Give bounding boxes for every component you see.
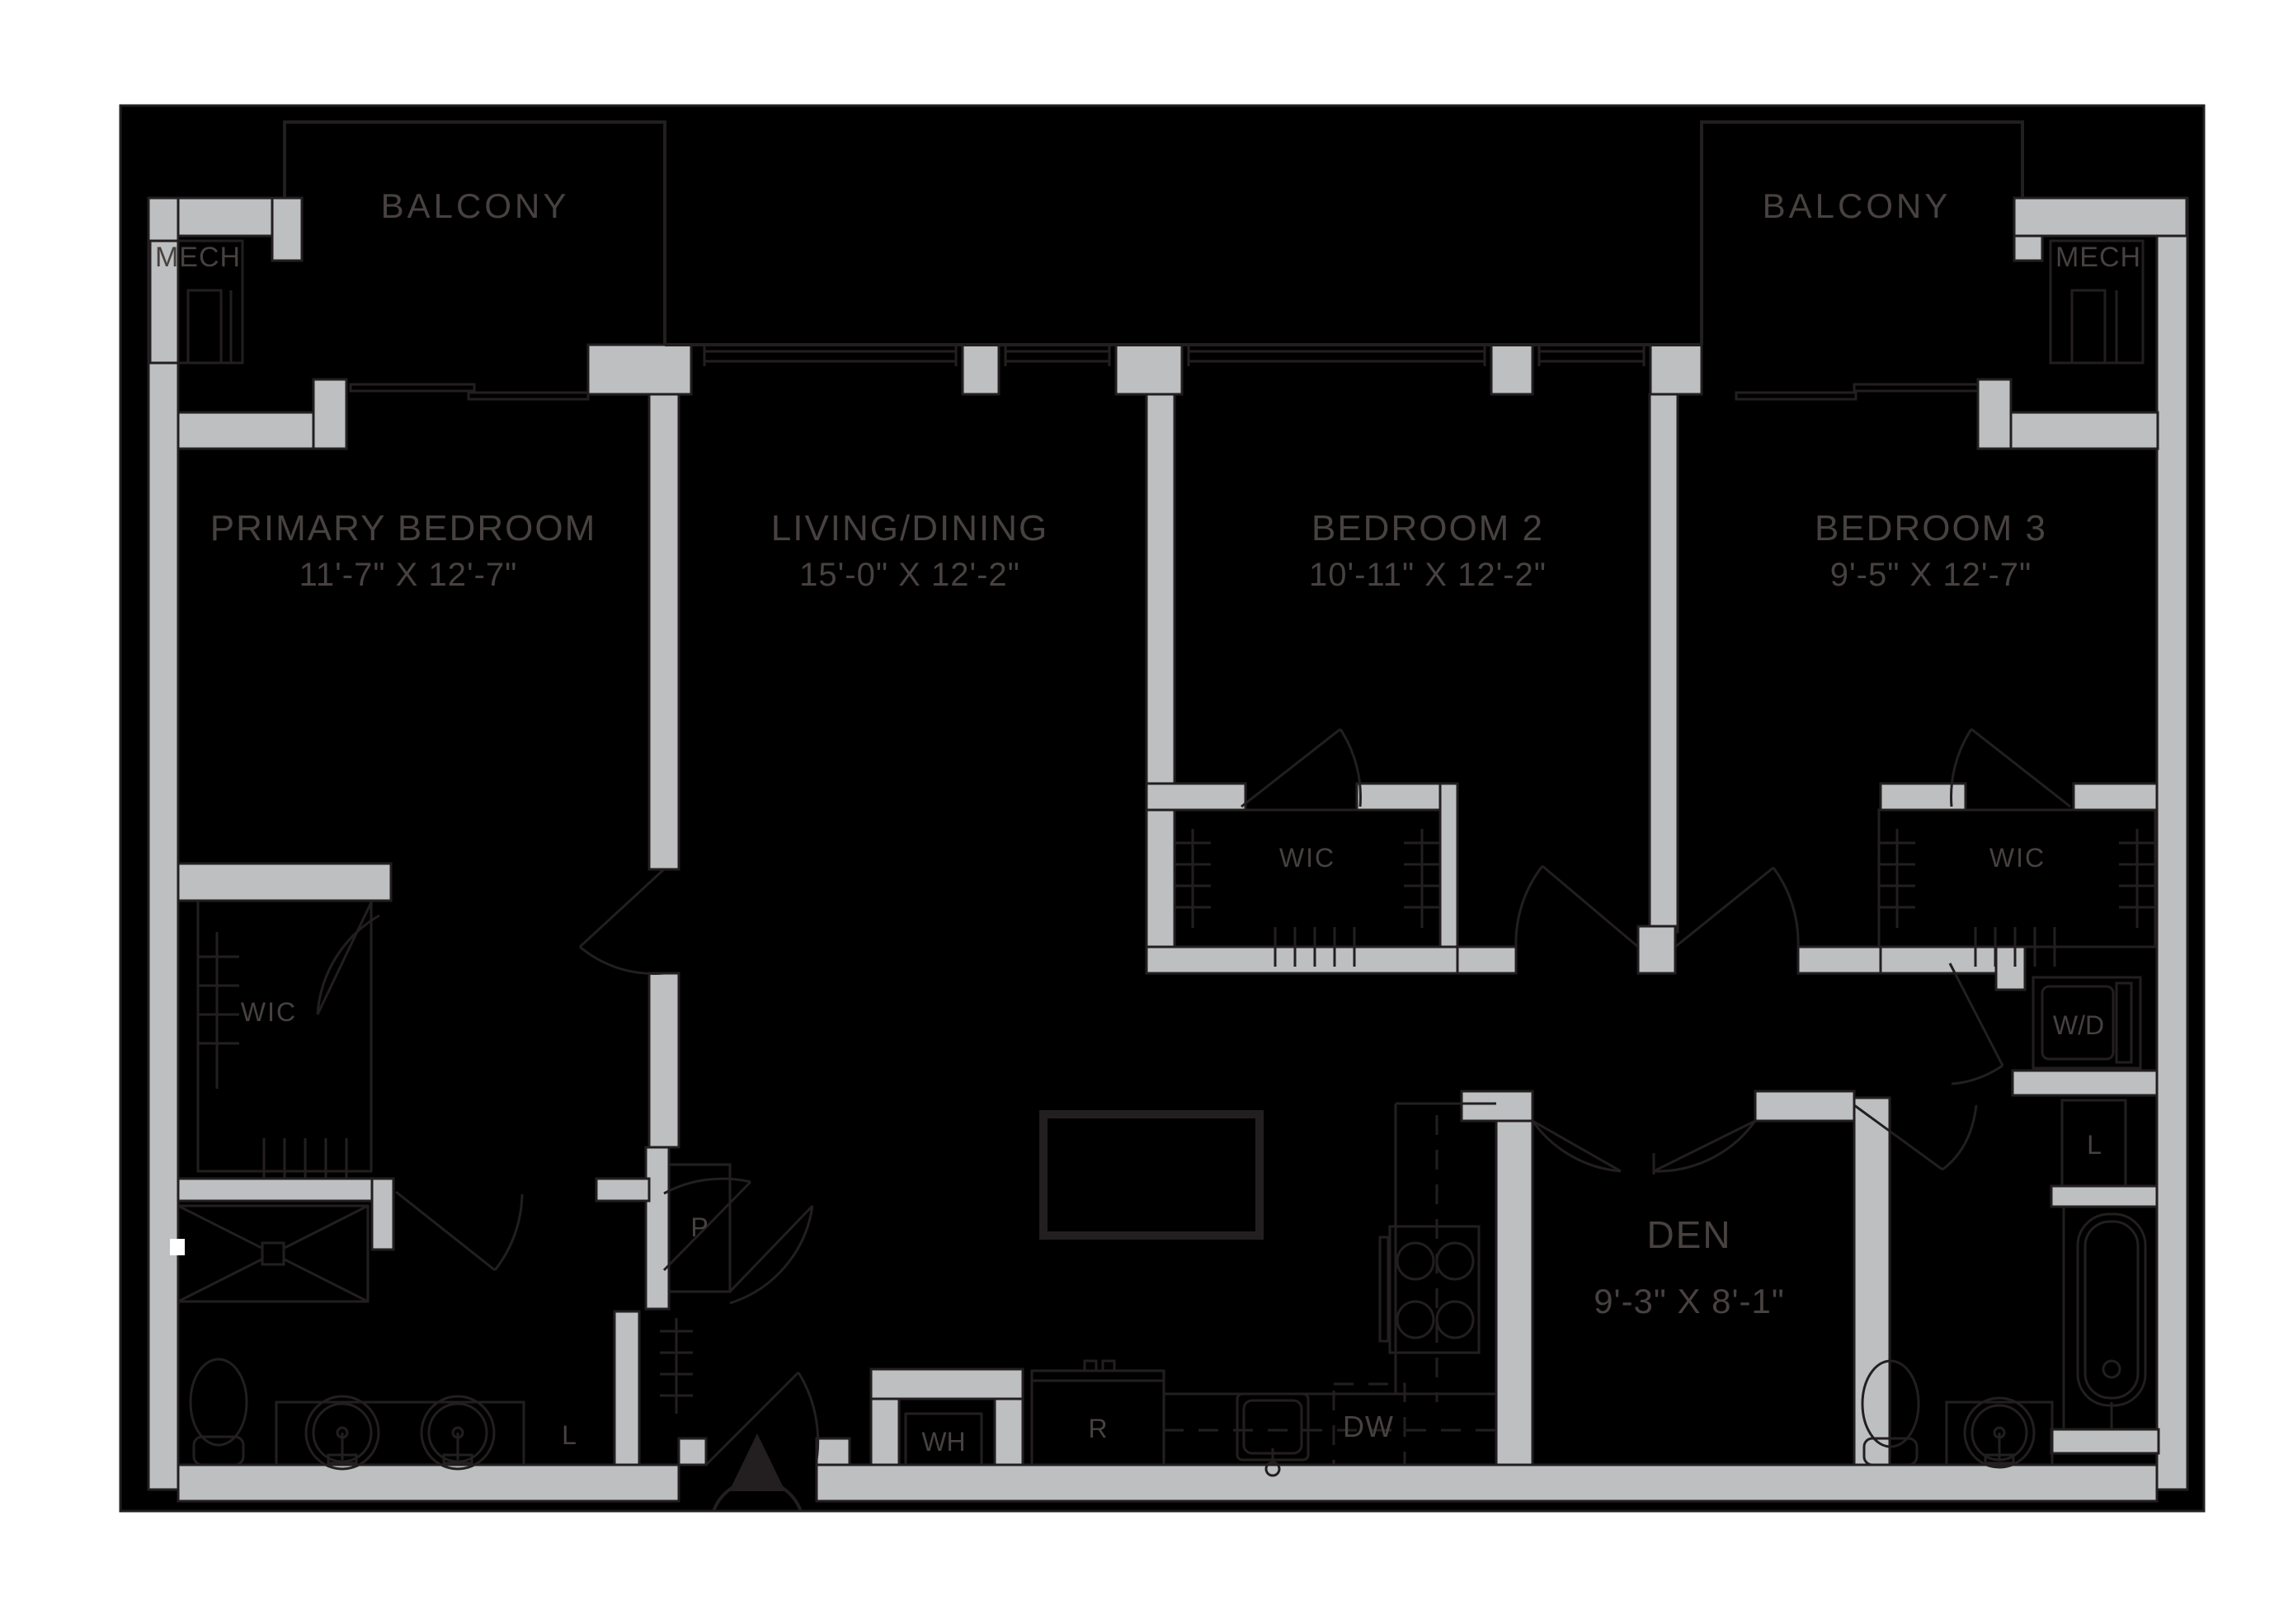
label-wic-bedroom-3: WIC [1989,843,2046,873]
label-bedroom-2: BEDROOM 2 [1311,508,1545,548]
balcony-outlines [283,120,2024,346]
linen-closet-bath2 [2060,1099,2127,1188]
dims-primary-bedroom: 11'-7" X 12'-7" [299,557,518,593]
mech-room-right [2049,239,2145,365]
sliding-door-left [349,383,590,401]
label-balcony-right: BALCONY [1762,186,1952,225]
pantry-closet [667,1163,732,1293]
dims-bedroom-2: 10'-11" X 12'-2" [1309,557,1547,593]
closet-wic-bedroom-3 [1877,727,2157,967]
closet-wic-bedroom-2 [1173,727,1442,967]
label-bedroom-3: BEDROOM 3 [1814,508,2048,548]
window-lines [703,346,1646,366]
label-wic-bedroom-2: WIC [1278,843,1336,873]
shower-valve-icon [170,1239,185,1255]
closet-wic-primary [196,899,380,1178]
label-mech-left: MECH [154,242,242,273]
bath2-fixtures [1861,1207,2158,1469]
door-swings [395,864,2004,1466]
label-water-heater: WH [921,1427,966,1457]
mech-room-left [148,239,244,365]
dims-bedroom-3: 9'-5" X 12'-7" [1829,557,2032,593]
label-dishwasher: DW [1343,1410,1394,1443]
label-pantry: P [690,1212,709,1242]
label-mech-right: MECH [2055,242,2142,273]
sliding-door-right [1735,383,1980,401]
kitchen-island [1039,1110,1264,1240]
label-den: DEN [1646,1213,1732,1256]
dims-den: 9'-3" X 8'-1" [1594,1282,1785,1320]
kitchen-fixtures [904,1102,1496,1477]
label-linen-primary: L [562,1420,577,1450]
label-balcony-left: BALCONY [380,186,570,225]
label-living-dining: LIVING/DINING [770,508,1049,548]
label-washer-dryer: W/D [2052,1010,2105,1040]
label-primary-bedroom: PRIMARY BEDROOM [210,508,597,548]
entry-arrow-icon [712,1433,803,1511]
walls [147,196,2189,1503]
label-wic-primary: WIC [240,997,298,1027]
washer-dryer-unit [2032,976,2142,1070]
dims-living-dining: 15'-0" X 12'-2" [799,557,1020,593]
label-refrigerator: R [1088,1414,1108,1443]
kitchen-dashed-counter [1164,1115,1496,1466]
label-linen-bath-2: L [2087,1130,2102,1160]
